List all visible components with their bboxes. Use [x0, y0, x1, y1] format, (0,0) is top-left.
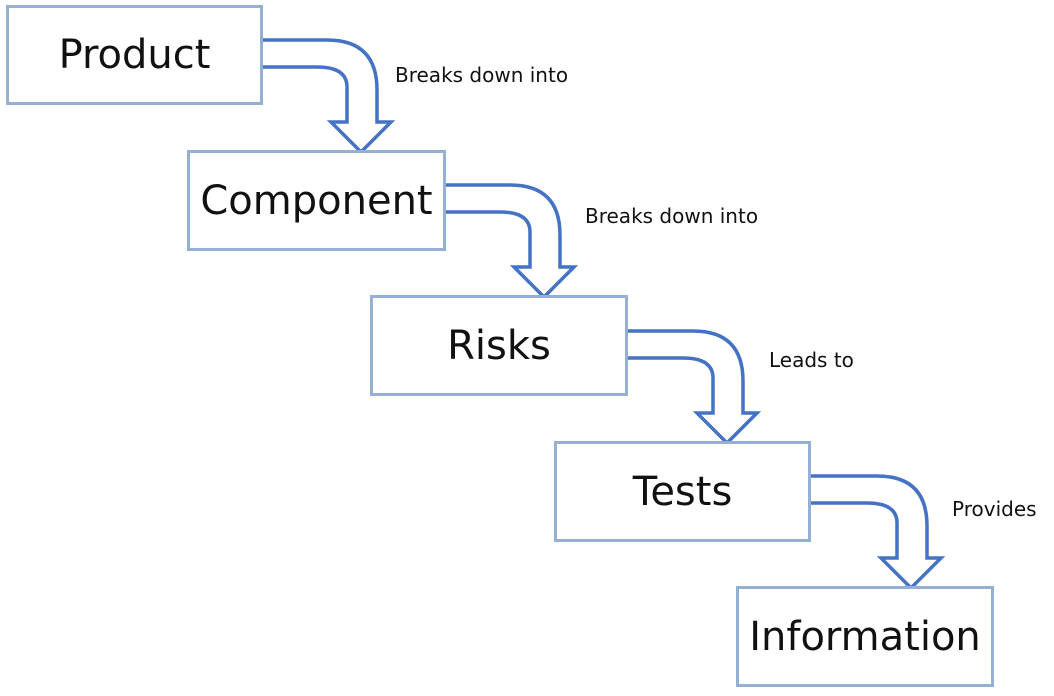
edge-label-risks-tests: Leads to: [769, 348, 854, 372]
node-label-risks: Risks: [447, 322, 551, 369]
node-information: Information: [736, 586, 994, 687]
edge-label-tests-information: Provides: [952, 497, 1037, 521]
node-product: Product: [6, 5, 263, 105]
node-label-information: Information: [749, 613, 981, 660]
node-label-tests: Tests: [632, 468, 733, 515]
arrow-risks-tests: [628, 329, 762, 446]
node-component: Component: [187, 150, 446, 251]
arrow-component-risks: [446, 183, 579, 300]
node-label-component: Component: [200, 177, 433, 224]
arrow-product-component: [263, 38, 396, 155]
arrow-tests-information: [811, 474, 946, 591]
edge-label-component-risks: Breaks down into: [585, 204, 759, 228]
node-label-product: Product: [58, 32, 211, 78]
edge-label-product-component: Breaks down into: [395, 63, 569, 87]
node-risks: Risks: [370, 295, 628, 396]
node-tests: Tests: [554, 441, 811, 542]
